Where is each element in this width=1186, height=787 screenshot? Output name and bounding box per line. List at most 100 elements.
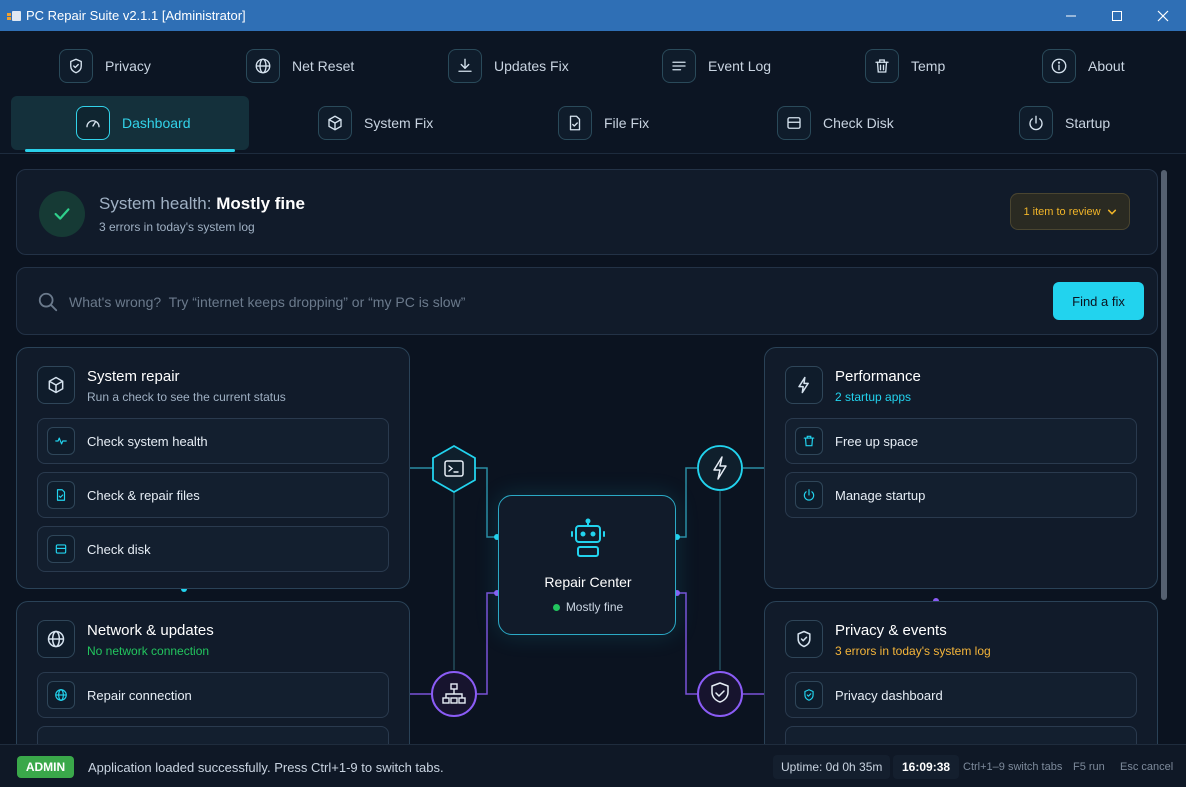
row-label: Manage startup (835, 487, 926, 503)
app-icon (6, 8, 22, 24)
health-subtitle: 3 errors in today's system log (99, 220, 255, 234)
performance-panel: Performance 2 startup apps Free up space… (764, 347, 1158, 589)
gauge-icon (76, 106, 110, 140)
health-label: System health: (99, 194, 212, 213)
free-up-space-button[interactable]: Free up space (785, 418, 1137, 464)
search-card: Find a fix (16, 267, 1158, 335)
check-icon (39, 191, 85, 237)
trash-icon (865, 49, 899, 83)
network-hub[interactable] (430, 670, 478, 723)
file-check-icon (47, 481, 75, 509)
row-label: Repair connection (87, 687, 192, 703)
lightning-icon (785, 366, 823, 404)
tab-label: Updates Fix (494, 58, 569, 74)
maximize-button[interactable] (1094, 0, 1140, 31)
tab-privacy[interactable]: Privacy (59, 46, 151, 86)
tab-event-log[interactable]: Event Log (662, 46, 771, 86)
tab-updates-fix[interactable]: Updates Fix (448, 46, 569, 86)
repair-center-status: Mostly fine (499, 600, 677, 614)
disk-icon (47, 535, 75, 563)
pulse-icon (47, 427, 75, 455)
download-icon (448, 49, 482, 83)
list-icon (662, 49, 696, 83)
tab-label: About (1088, 58, 1125, 74)
status-bar: ADMIN Application loaded successfully. P… (0, 744, 1186, 787)
minimize-button[interactable] (1048, 0, 1094, 31)
vertical-scrollbar[interactable] (1161, 170, 1167, 600)
review-label: 1 item to review (1023, 205, 1101, 218)
tab-file-fix[interactable]: File Fix (558, 103, 649, 143)
lightning-icon (697, 445, 743, 491)
tab-net-reset[interactable]: Net Reset (246, 46, 354, 86)
terminal-hub[interactable] (431, 444, 477, 499)
status-message: Application loaded successfully. Press C… (88, 760, 444, 775)
close-button[interactable] (1140, 0, 1186, 31)
window-title: PC Repair Suite v2.1.1 [Administrator] (26, 8, 246, 23)
shortcut-hint-tabs: Ctrl+1–9 switch tabs (963, 761, 1063, 773)
trash-icon (795, 427, 823, 455)
status-dot (552, 604, 560, 612)
search-input[interactable] (69, 288, 969, 316)
panel-subtitle: 2 startup apps (835, 390, 912, 404)
uptime-display: Uptime: 0d 0h 35m (773, 755, 891, 779)
terminal-icon (432, 444, 476, 494)
lightning-hub[interactable] (696, 444, 744, 497)
info-icon (1042, 49, 1076, 83)
power-icon (795, 481, 823, 509)
cube-icon (37, 366, 75, 404)
tab-label: Net Reset (292, 58, 355, 74)
tab-about[interactable]: About (1042, 46, 1125, 86)
shield-check-icon (59, 49, 93, 83)
cube-icon (318, 106, 352, 140)
tab-system-fix[interactable]: System Fix (318, 103, 433, 143)
tab-label: Event Log (708, 58, 772, 74)
list-item[interactable] (37, 726, 389, 744)
row-label: Check system health (87, 433, 208, 449)
check-system-health-button[interactable]: Check system health (37, 418, 389, 464)
repair-center-title: Repair Center (544, 574, 632, 590)
panel-title: Performance (835, 368, 921, 385)
tab-startup[interactable]: Startup (1019, 103, 1110, 143)
network-updates-panel: Network & updates No network connection … (16, 601, 410, 744)
chevron-down-icon (1107, 209, 1116, 215)
row-label: Check disk (87, 541, 151, 557)
title-bar: PC Repair Suite v2.1.1 [Administrator] (0, 0, 1186, 31)
tab-temp[interactable]: Temp (865, 46, 945, 86)
search-icon (38, 292, 58, 312)
disk-icon (777, 106, 811, 140)
shield-check-icon (697, 671, 743, 717)
row-label: Check & repair files (87, 487, 200, 503)
close-icon (1157, 10, 1169, 21)
robot-icon (571, 518, 605, 557)
tab-check-disk[interactable]: Check Disk (777, 103, 894, 143)
system-repair-panel: System repair Run a check to see the cur… (16, 347, 410, 589)
tab-dashboard[interactable]: Dashboard (76, 103, 191, 143)
active-tab-indicator (25, 149, 235, 152)
globe-icon (246, 49, 280, 83)
panel-subtitle: 3 errors in today's system log (835, 644, 991, 658)
shield-check-icon (785, 620, 823, 658)
admin-badge: ADMIN (17, 756, 74, 778)
review-items-button[interactable]: 1 item to review (1010, 193, 1130, 230)
health-status: Mostly fine (216, 194, 305, 213)
repair-center-status-text: Mostly fine (565, 600, 624, 614)
active-tab-highlight (11, 96, 249, 150)
check-disk-button[interactable]: Check disk (37, 526, 389, 572)
check-repair-files-button[interactable]: Check & repair files (37, 472, 389, 518)
shield-hub[interactable] (696, 670, 744, 723)
globe-icon (37, 620, 75, 658)
list-item[interactable] (785, 726, 1137, 744)
tab-label: Startup (1065, 115, 1111, 131)
panel-subtitle: No network connection (87, 644, 210, 658)
row-label: Free up space (835, 433, 919, 449)
privacy-dashboard-button[interactable]: Privacy dashboard (785, 672, 1137, 718)
system-health-card: System health: Mostly fine 3 errors in t… (16, 169, 1158, 255)
find-fix-button[interactable]: Find a fix (1053, 282, 1144, 320)
row-label: Privacy dashboard (835, 687, 943, 703)
repair-center-card[interactable]: Repair Center Mostly fine (498, 495, 676, 635)
dashboard-content: System health: Mostly fine 3 errors in t… (0, 154, 1186, 744)
repair-connection-button[interactable]: Repair connection (37, 672, 389, 718)
globe-icon (47, 681, 75, 709)
manage-startup-button[interactable]: Manage startup (785, 472, 1137, 518)
panel-title: Privacy & events (835, 622, 947, 639)
